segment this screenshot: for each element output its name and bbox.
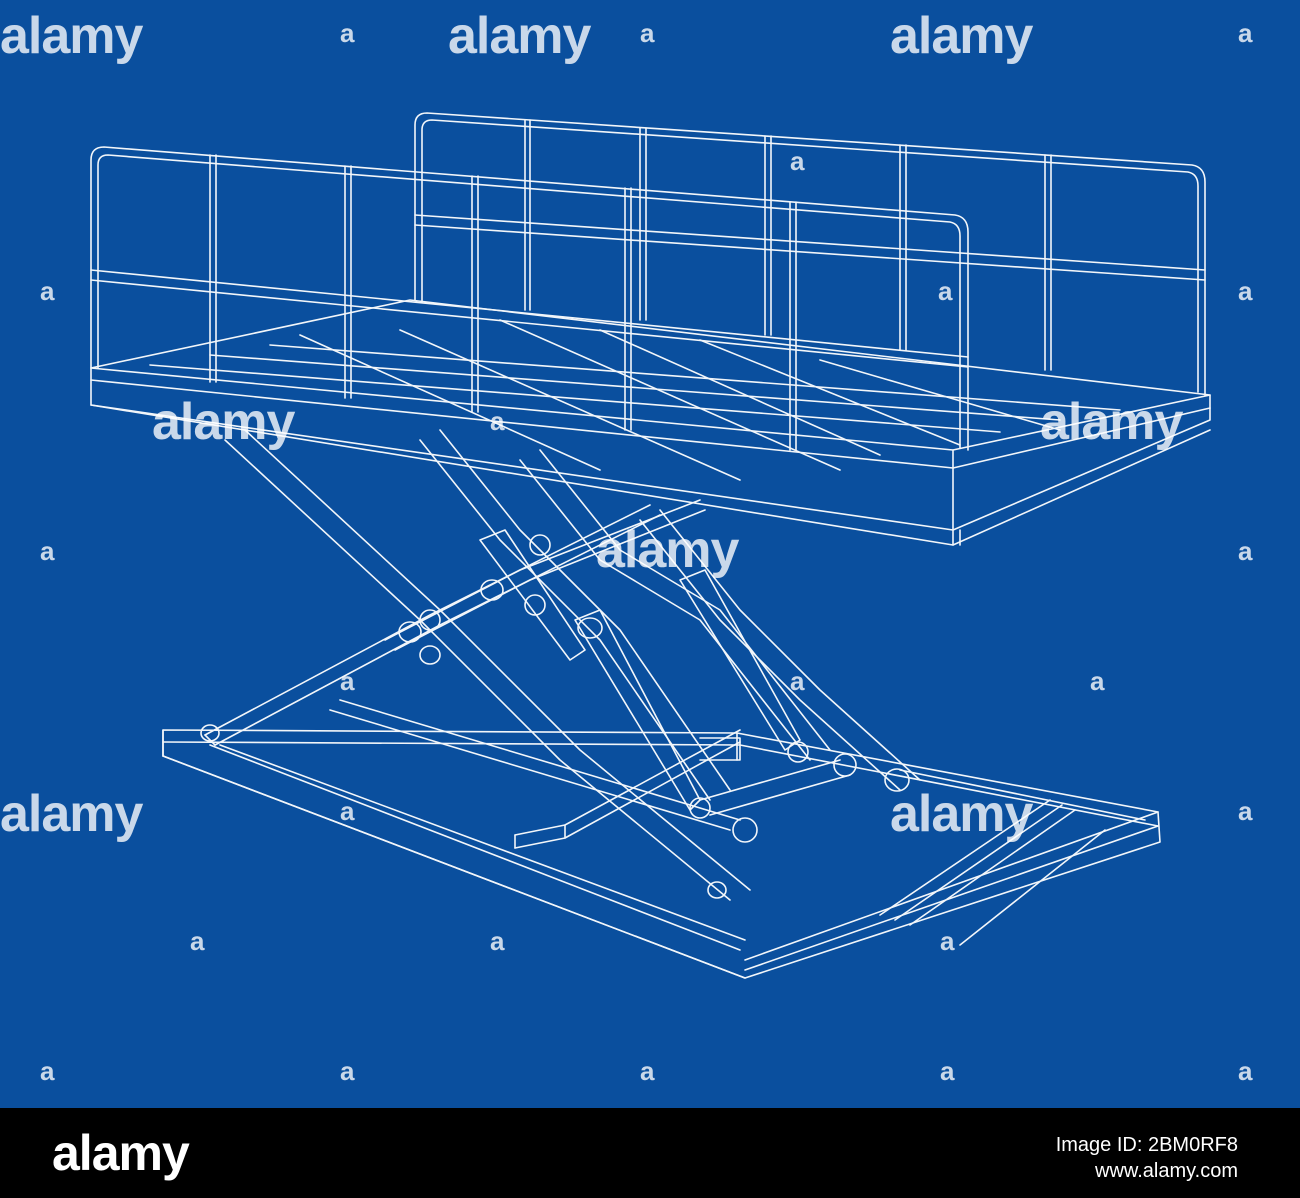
watermark-a-glyph: a <box>40 1056 55 1086</box>
watermark-a-glyph: a <box>1238 18 1253 48</box>
front-guard-rail <box>90 146 969 451</box>
watermark-a-glyph: a <box>1090 666 1105 696</box>
back-guard-rail <box>414 112 1206 396</box>
watermark-logo: alamy <box>1040 393 1183 451</box>
watermark-a-glyph: a <box>1238 1056 1253 1086</box>
watermark-logo: alamy <box>448 7 591 65</box>
watermark-a-glyph: a <box>790 666 805 696</box>
footer-logo: alamy <box>52 1125 190 1181</box>
pivot-joints <box>200 534 910 899</box>
watermark-logo: alamy <box>890 7 1033 65</box>
watermark-logo: alamy <box>152 393 295 451</box>
watermark-a-glyph: a <box>40 276 55 306</box>
watermark-a-glyph: a <box>790 146 805 176</box>
scissor-lift-wireframe <box>90 112 1211 979</box>
watermark-a-glyph: a <box>340 796 355 826</box>
blueprint-area: alamy alamy alamy alamy alamy alamy alam… <box>0 7 1253 1086</box>
watermark-logo: alamy <box>0 7 143 65</box>
watermark-a-glyph: a <box>340 1056 355 1086</box>
watermark-a-glyph: a <box>640 18 655 48</box>
platform-deck <box>90 299 1211 546</box>
watermark-logo: alamy <box>596 521 739 579</box>
scissor-arms <box>204 429 921 901</box>
footer-info: Image ID: 2BM0RF8 www.alamy.com <box>1056 1132 1238 1184</box>
watermark-logo: alamy <box>890 785 1033 843</box>
base-frame <box>162 699 1161 979</box>
watermark-a-glyph: a <box>940 926 955 956</box>
watermark-a-glyph: a <box>490 406 505 436</box>
watermark-logo: alamy <box>0 785 143 843</box>
watermark-a-glyph: a <box>938 276 953 306</box>
watermark-a-glyph: a <box>40 536 55 566</box>
watermark-a-glyph: a <box>1238 276 1253 306</box>
watermark-a-glyph: a <box>490 926 505 956</box>
site-url: www.alamy.com <box>1095 1160 1238 1182</box>
watermark-a-glyph: a <box>940 1056 955 1086</box>
watermark-a-glyph: a <box>1238 536 1253 566</box>
watermark-a-glyph: a <box>340 666 355 696</box>
watermark-a-glyph: a <box>190 926 205 956</box>
image-id: Image ID: 2BM0RF8 <box>1055 1134 1238 1156</box>
watermark-a-glyph: a <box>340 18 355 48</box>
watermark-a-glyph: a <box>640 1056 655 1086</box>
watermark-a-glyph: a <box>1238 796 1253 826</box>
footer-bar: alamy Image ID: 2BM0RF8 www.alamy.com <box>0 1108 1300 1198</box>
